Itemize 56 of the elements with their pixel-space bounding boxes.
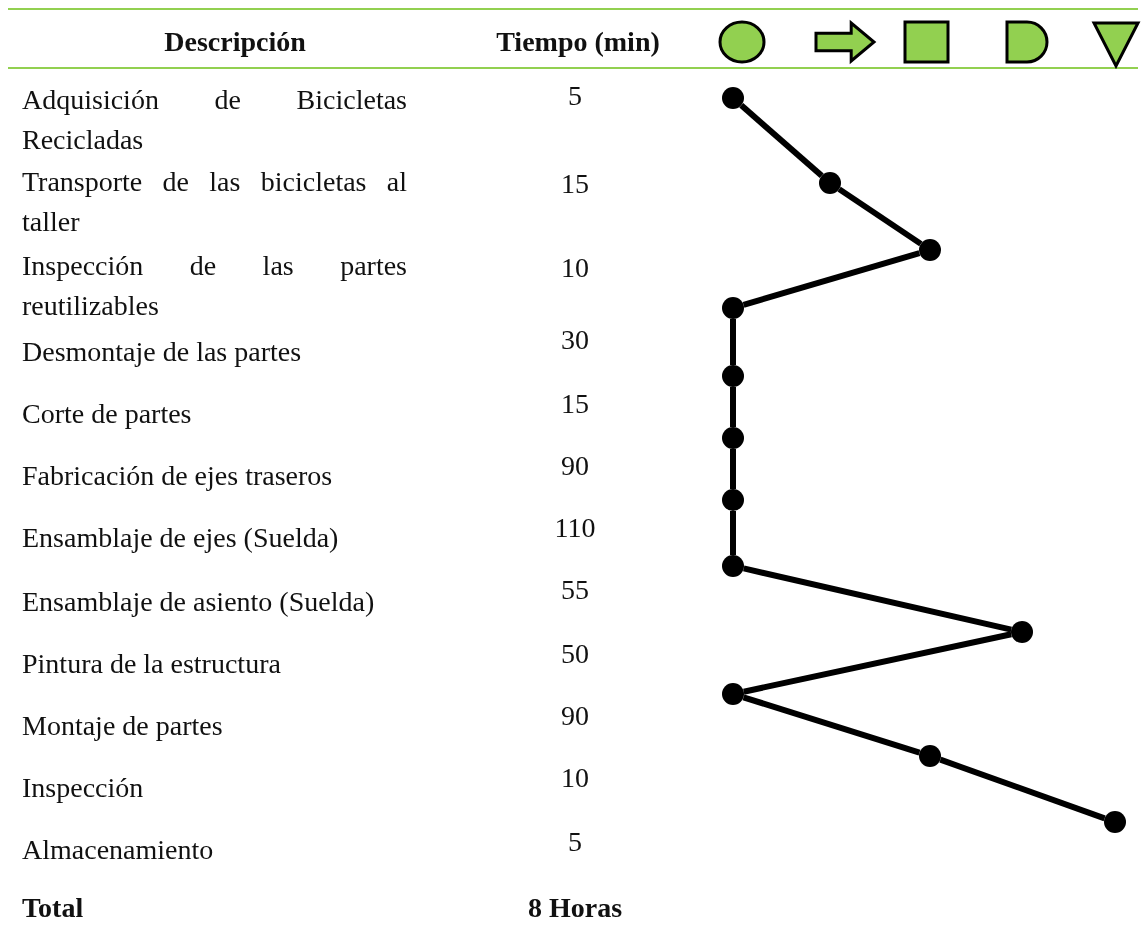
connector-line: [730, 319, 736, 365]
time-value: 10: [560, 761, 590, 795]
arrow-symbol: [814, 20, 876, 64]
description-text: Pintura de la estructura: [22, 647, 282, 681]
dot: [1104, 811, 1126, 833]
column-header: Descripción: [163, 25, 307, 59]
connector-line: [743, 565, 1012, 633]
connector-line: [739, 103, 824, 178]
dot: [722, 297, 744, 319]
description-text: Ensamblaje de asiento (Suelda): [22, 585, 376, 619]
connector-line: [730, 449, 736, 489]
connector-line: [742, 250, 921, 308]
description-text: Inspección de las partes reutilizables: [22, 249, 407, 323]
time-value: 90: [560, 449, 590, 483]
time-value: 50: [560, 637, 590, 671]
connector-line: [742, 694, 921, 756]
description-text: Adquisición de Bicicletas Recicladas: [22, 83, 407, 157]
time-value: 55: [560, 573, 590, 607]
description-text: Inspección: [22, 771, 145, 805]
description-text: Fabricación de ejes traseros: [22, 459, 334, 493]
time-value: 5: [567, 825, 583, 859]
description-text: Montaje de partes: [22, 709, 224, 743]
connector-line: [939, 756, 1106, 822]
time-value: 5: [567, 79, 583, 113]
time-value: 10: [560, 251, 590, 285]
connector-line: [837, 186, 923, 247]
dot: [722, 365, 744, 387]
dot: [722, 683, 744, 705]
dot: [722, 427, 744, 449]
connector-line: [730, 387, 736, 427]
dot: [919, 239, 941, 261]
description-text: Corte de partes: [22, 397, 193, 431]
dot: [1011, 621, 1033, 643]
description-text: Ensamblaje de ejes (Suelda): [22, 521, 340, 555]
dot: [722, 489, 744, 511]
connector-line: [730, 511, 736, 555]
dot: [819, 172, 841, 194]
connector-line: [743, 631, 1012, 695]
dot: [722, 555, 744, 577]
total-label: Total: [22, 891, 85, 925]
triangle-symbol: [1092, 20, 1140, 68]
time-value: 90: [560, 699, 590, 733]
d-shape-symbol: [1005, 20, 1049, 64]
description-text: Transporte de las bicicletas al taller: [22, 165, 407, 239]
total-value: 8 Horas: [526, 891, 624, 925]
time-value: 110: [553, 511, 597, 545]
time-value: 15: [560, 387, 590, 421]
square-symbol: [903, 20, 950, 64]
circle-symbol: [718, 20, 766, 64]
time-value: 15: [560, 167, 590, 201]
dot: [722, 87, 744, 109]
column-header: Tiempo (min): [495, 25, 661, 59]
dot: [919, 745, 941, 767]
description-text: Almacenamiento: [22, 833, 215, 867]
time-value: 30: [560, 323, 590, 357]
description-text: Desmontaje de las partes: [22, 335, 303, 369]
